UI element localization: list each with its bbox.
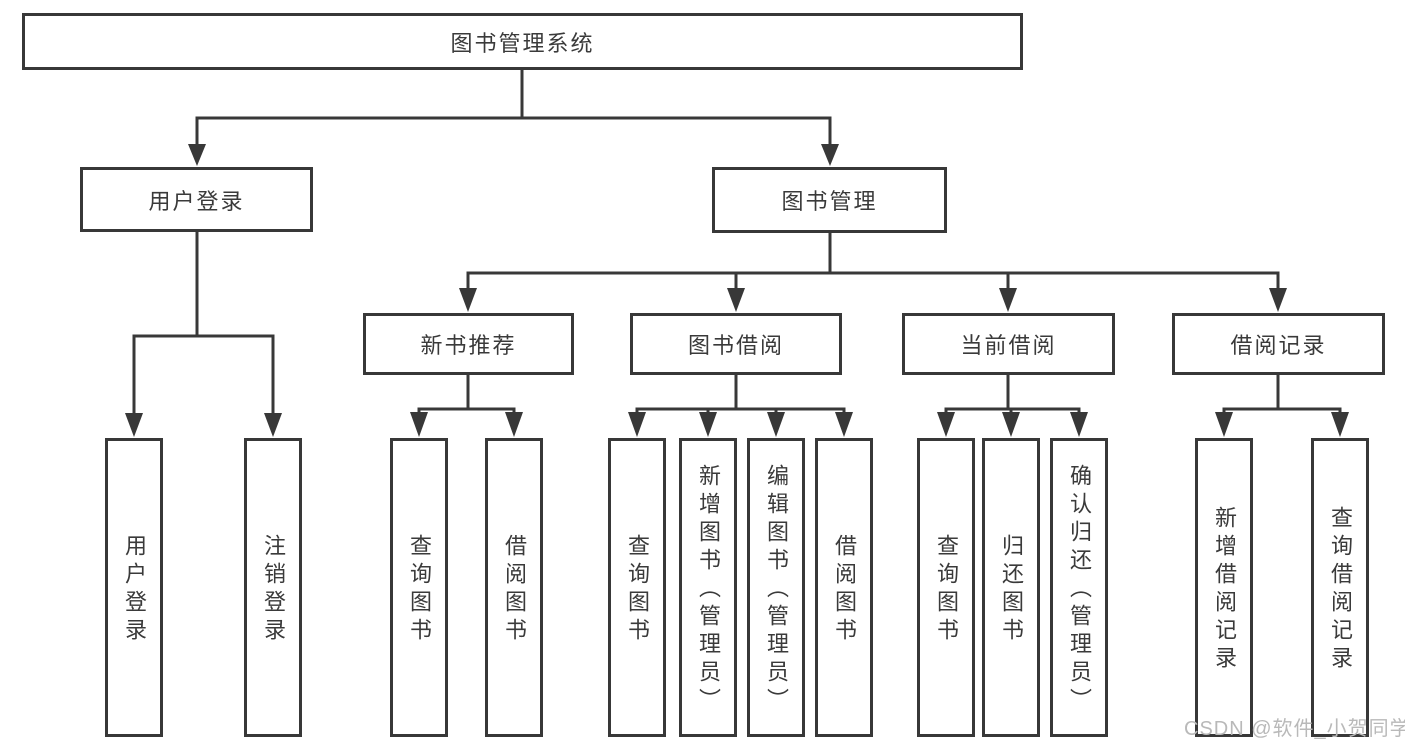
- arrowhead-icon: [1269, 288, 1287, 312]
- arrowhead-icon: [999, 288, 1017, 312]
- leaf-query-books-current: 查询图书: [917, 438, 975, 737]
- arrowhead-icon: [1331, 412, 1349, 437]
- leaf-add-book-admin: 新增图书（管理员）: [679, 438, 737, 737]
- arrowhead-icon: [188, 144, 206, 166]
- leaf-query-borrow-record: 查询借阅记录: [1311, 438, 1369, 737]
- arrowhead-icon: [628, 412, 646, 437]
- watermark-text: CSDN @软件_小贺同学: [1184, 718, 1405, 740]
- arrowheads: [125, 144, 1349, 437]
- arrowhead-icon: [459, 288, 477, 312]
- arrowhead-icon: [835, 412, 853, 437]
- node-new-book-recommend: 新书推荐: [363, 313, 574, 375]
- node-user-login: 用户登录: [80, 167, 313, 232]
- arrowhead-icon: [410, 412, 428, 437]
- arrowhead-icon: [1002, 412, 1020, 437]
- node-book-management: 图书管理: [712, 167, 947, 233]
- leaf-borrow-books: 借阅图书: [815, 438, 873, 737]
- leaf-query-books-borrow: 查询图书: [608, 438, 666, 737]
- arrowhead-icon: [505, 412, 523, 437]
- arrowhead-icon: [937, 412, 955, 437]
- arrowhead-icon: [767, 412, 785, 437]
- arrowhead-icon: [821, 144, 839, 166]
- arrowhead-icon: [1215, 412, 1233, 437]
- arrowhead-icon: [1070, 412, 1088, 437]
- leaf-logout: 注销登录: [244, 438, 302, 737]
- node-borrow-records: 借阅记录: [1172, 313, 1385, 375]
- node-current-borrow: 当前借阅: [902, 313, 1115, 375]
- leaf-query-books-recommend: 查询图书: [390, 438, 448, 737]
- leaf-confirm-return-admin: 确认归还（管理员）: [1050, 438, 1108, 737]
- arrowhead-icon: [727, 288, 745, 312]
- node-library-management-system: 图书管理系统: [22, 13, 1023, 70]
- leaf-add-borrow-record: 新增借阅记录: [1195, 438, 1253, 737]
- node-book-borrow: 图书借阅: [630, 313, 842, 375]
- leaf-user-login: 用户登录: [105, 438, 163, 737]
- arrowhead-icon: [125, 413, 143, 437]
- arrowhead-icon: [264, 413, 282, 437]
- arrowhead-icon: [699, 412, 717, 437]
- leaf-borrow-books-recommend: 借阅图书: [485, 438, 543, 737]
- leaf-return-book: 归还图书: [982, 438, 1040, 737]
- leaf-edit-book-admin: 编辑图书（管理员）: [747, 438, 805, 737]
